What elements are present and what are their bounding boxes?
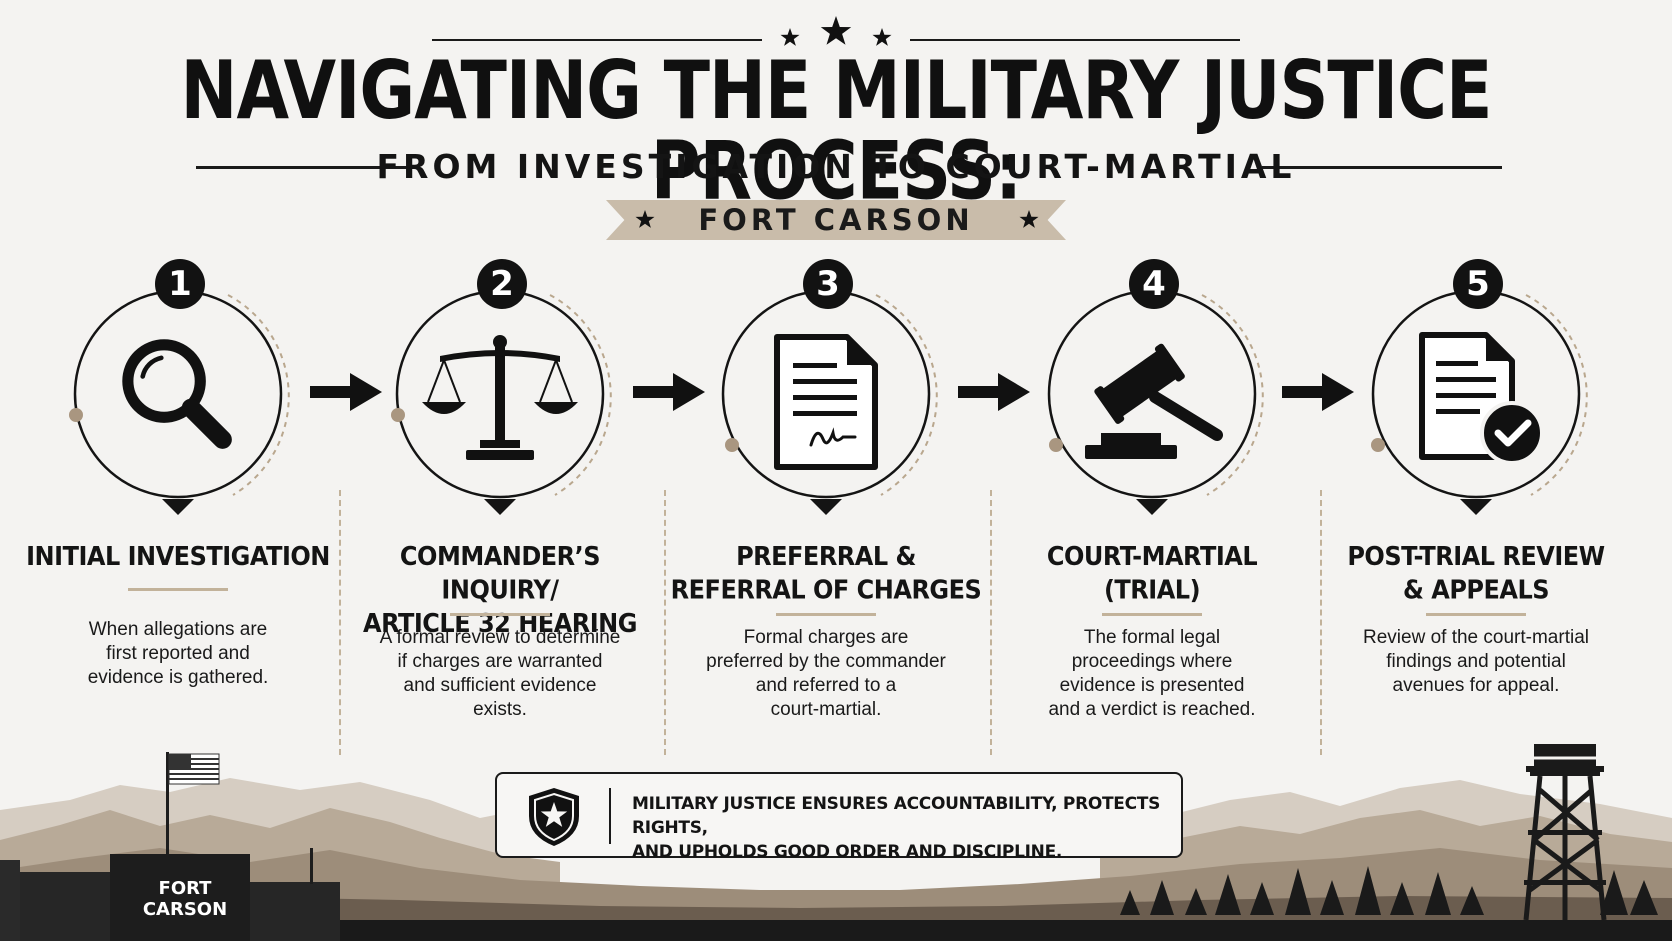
- step-divider: [990, 490, 992, 755]
- step-title: COURT-MARTIAL (TRIAL): [1046, 541, 1258, 605]
- location-banner-text: FORT CARSON: [698, 203, 974, 237]
- step-title: PREFERRAL & REFERRAL OF CHARGES: [670, 541, 982, 605]
- step-title-rule: [776, 613, 876, 616]
- shield-star-icon: [529, 788, 579, 846]
- header-top-rule-right: [910, 39, 1240, 41]
- scales-of-justice-icon: [422, 335, 578, 460]
- banner-star-right-icon: [1019, 210, 1039, 228]
- step-description: Formal charges are preferred by the comm…: [706, 627, 946, 720]
- step-title-rule: [128, 588, 228, 591]
- banner-star-left-icon: [635, 210, 655, 228]
- process-step-4: 4 COURT-MARTIAL (TRIAL) The formal legal…: [992, 255, 1312, 755]
- step-description: The formal legal proceedings where evide…: [1048, 627, 1256, 720]
- message-banner: MILITARY JUSTICE ENSURES ACCOUNTABILITY,…: [495, 772, 1183, 862]
- step-title-rule: [1426, 613, 1526, 616]
- flow-arrow-right-icon: [1282, 373, 1354, 411]
- message-separator: [609, 788, 611, 844]
- page-title: NAVIGATING THE MILITARY JUSTICE PROCESS:: [180, 44, 1493, 219]
- flow-arrow-right-icon: [310, 373, 382, 411]
- process-step-1: 1 INITIAL INVESTIGATION When allegations…: [18, 255, 338, 755]
- step-number-badge: 3: [803, 259, 853, 309]
- subtitle-rule-left: [196, 166, 410, 169]
- process-step-2: 2 COMMANDER’S INQUIRY/ ARTICLE 32 HEARIN…: [340, 255, 660, 755]
- step-divider: [339, 490, 341, 755]
- process-step-3: 3 PREFERRAL & REFERRAL OF CHARGES Formal…: [666, 255, 986, 755]
- step-divider: [1320, 490, 1322, 755]
- step-number-badge: 2: [477, 259, 527, 309]
- document-checkmark-icon: [1419, 332, 1544, 465]
- flow-arrow-right-icon: [958, 373, 1030, 411]
- subtitle-rule-right: [1262, 166, 1502, 169]
- step-number-badge: 1: [155, 259, 205, 309]
- step-description: When allegations are first reported and …: [87, 619, 269, 688]
- step-number-badge: 5: [1453, 259, 1503, 309]
- location-banner: [606, 200, 1066, 240]
- step-title: INITIAL INVESTIGATION: [26, 541, 330, 572]
- step-title-rule: [450, 613, 550, 616]
- step-description: A formal review to determine if charges …: [379, 627, 621, 720]
- gavel-icon: [1085, 343, 1223, 459]
- process-step-5: 5 POST-TRIAL REVIEW & APPEALS Review of …: [1316, 255, 1636, 755]
- magnifying-glass-icon: [122, 339, 232, 449]
- step-number-badge: 4: [1129, 259, 1179, 309]
- step-title: POST-TRIAL REVIEW & APPEALS: [1347, 541, 1605, 605]
- building-sign: FORT CARSON: [142, 878, 228, 920]
- page-subtitle: FROM INVESTIGATION TO COURT-MARTIAL: [376, 147, 1296, 186]
- step-description: Review of the court-martial findings and…: [1363, 627, 1589, 696]
- step-title-rule: [1102, 613, 1202, 616]
- header-stars-icon: [780, 16, 892, 46]
- signed-document-icon: [774, 334, 878, 470]
- mountain-landscape: [0, 744, 1672, 941]
- step-divider: [664, 490, 666, 755]
- flow-arrow-right-icon: [633, 373, 705, 411]
- message-text: MILITARY JUSTICE ENSURES ACCOUNTABILITY,…: [632, 794, 1161, 862]
- header-top-rule-left: [432, 39, 762, 41]
